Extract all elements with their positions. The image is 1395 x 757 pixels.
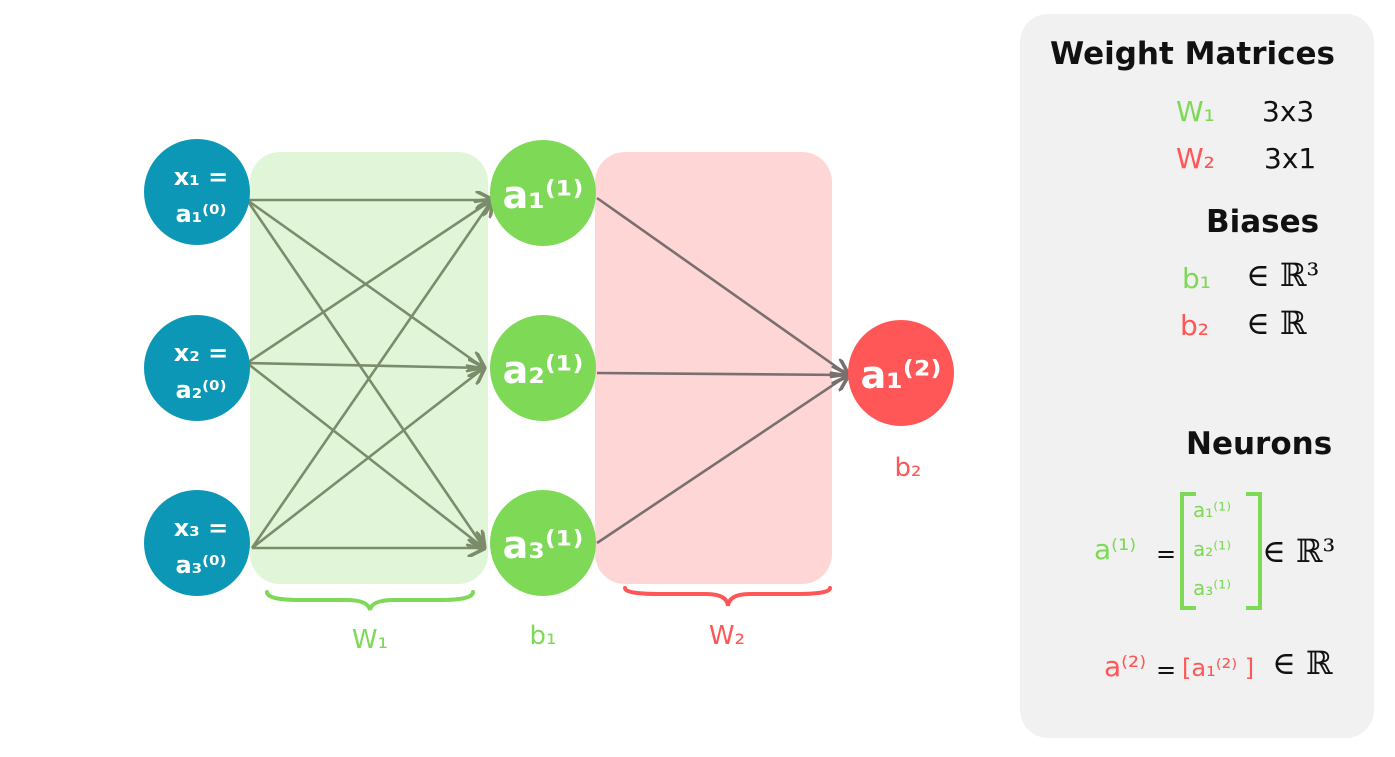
weights-heading: Weight Matrices	[1050, 36, 1335, 72]
input-node-3-line1: x₃ =	[174, 514, 228, 542]
w1-dims: 3x3	[1262, 95, 1315, 128]
hidden-node-1-label: a₁⁽¹⁾	[503, 173, 584, 217]
neurons-heading: Neurons	[1186, 426, 1333, 462]
w2-name: W₂	[1176, 142, 1215, 175]
b1-name: b₁	[1182, 262, 1211, 295]
output-node-label: a₁⁽²⁾	[861, 353, 942, 397]
a2-vector-name: a⁽²⁾	[1104, 650, 1147, 683]
hidden-node-3: a₃⁽¹⁾	[490, 490, 596, 596]
w1-edge-2-2	[246, 363, 484, 368]
hidden-node-3-label: a₃⁽¹⁾	[503, 523, 584, 567]
network-diagram: x₁ = a₁⁽⁰⁾ x₂ = a₂⁽⁰⁾ x₃ = a₃⁽⁰⁾ a₁⁽¹⁾ a…	[144, 139, 954, 655]
w2-edges	[596, 196, 848, 545]
a1-element-2: a₂⁽¹⁾	[1193, 537, 1232, 561]
a1-element-1: a₁⁽¹⁾	[1193, 498, 1232, 522]
w1-edge-3-1	[250, 200, 492, 549]
b2-space: ∈ ℝ	[1246, 304, 1307, 342]
w1-region	[250, 152, 488, 584]
b2-name: b₂	[1180, 309, 1209, 342]
output-node: a₁⁽²⁾	[848, 320, 954, 426]
hidden-node-2: a₂⁽¹⁾	[490, 315, 596, 421]
a1-vector-name: a⁽¹⁾	[1094, 533, 1137, 566]
w2-brace	[623, 586, 832, 607]
a1-space: ∈ ℝ³	[1262, 532, 1336, 570]
b1-space: ∈ ℝ³	[1246, 256, 1320, 294]
input-node-3: x₃ = a₃⁽⁰⁾	[144, 490, 250, 596]
output-bias-label: b₂	[895, 453, 922, 483]
w2-edge-2	[596, 373, 848, 375]
a2-space: ∈ ℝ	[1272, 644, 1333, 682]
a1-equals: =	[1156, 540, 1177, 568]
w1-edge-3-2	[251, 368, 484, 550]
w1-edges	[245, 199, 492, 550]
a2-vector: [a₁⁽²⁾ ]	[1182, 654, 1255, 682]
a2-equals: =	[1156, 656, 1177, 684]
input-node-2: x₂ = a₂⁽⁰⁾	[144, 315, 250, 421]
input-node-3-line2: a₃⁽⁰⁾	[175, 551, 226, 579]
w1-name: W₁	[1176, 95, 1215, 128]
w2-region	[595, 152, 832, 584]
w2-edge-1	[596, 196, 848, 375]
biases-heading: Biases	[1206, 204, 1320, 240]
input-node-2-line2: a₂⁽⁰⁾	[175, 376, 226, 404]
w1-edge-2-1	[246, 200, 492, 365]
a1-element-3: a₃⁽¹⁾	[1193, 576, 1232, 600]
input-node-1: x₁ = a₁⁽⁰⁾	[144, 139, 250, 245]
b1-label: b₁	[530, 621, 557, 651]
input-node-1-line2: a₁⁽⁰⁾	[175, 200, 226, 228]
hidden-node-2-label: a₂⁽¹⁾	[503, 348, 584, 392]
w2-label: W₂	[709, 621, 745, 651]
w1-edge-1-3	[245, 199, 484, 548]
w2-edge-3	[596, 375, 848, 545]
input-node-2-line1: x₂ =	[174, 339, 228, 367]
a1-vector-bracket	[1180, 492, 1262, 610]
w1-brace	[265, 590, 475, 611]
w2-dims: 3x1	[1264, 142, 1317, 175]
info-panel	[1020, 14, 1374, 738]
w1-edge-2-3	[246, 361, 484, 548]
w1-label: W₁	[352, 625, 388, 655]
input-node-1-line1: x₁ =	[174, 163, 228, 191]
hidden-node-1: a₁⁽¹⁾	[490, 140, 596, 246]
